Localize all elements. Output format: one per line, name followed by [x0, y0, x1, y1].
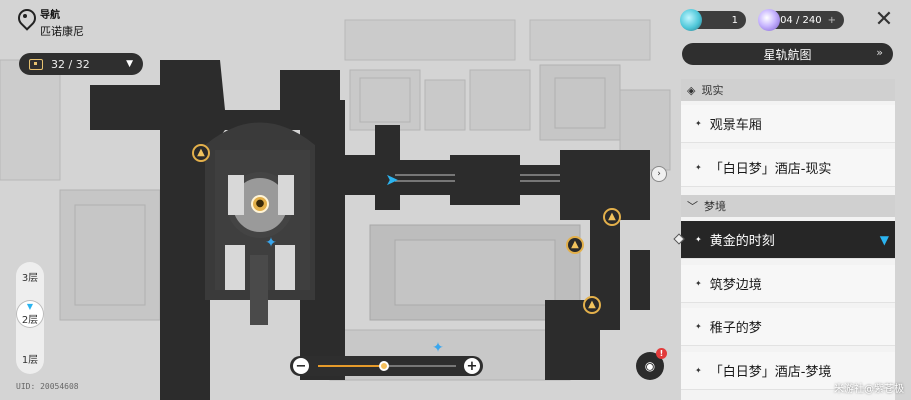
floor-label: 1层	[21, 354, 39, 366]
panel-collapse-button[interactable]: ›	[651, 166, 667, 182]
section-header-reality[interactable]: ◈ 现实	[681, 79, 895, 101]
add-power-icon[interactable]: +	[827, 14, 836, 26]
bell-marker-icon[interactable]: ▲	[566, 236, 584, 254]
floor-label: 2层	[21, 314, 39, 326]
current-location-arrow-icon: ▼	[879, 233, 889, 247]
bell-marker-icon[interactable]: ▲	[583, 296, 601, 314]
stellar-jade-counter[interactable]: 1	[680, 9, 746, 31]
map-mode-icon: ◉	[644, 359, 656, 373]
area-item-dream-edge[interactable]: ✦ 筑梦边境	[681, 265, 895, 303]
zoom-slider-handle[interactable]	[379, 361, 390, 371]
warp-trotter-icon[interactable]: ●	[251, 195, 269, 213]
area-item-hotel-reality[interactable]: ✦ 「白日梦」酒店-现实	[681, 149, 895, 187]
bell-marker-icon[interactable]: ▲	[603, 208, 621, 226]
player-position-icon: ➤	[385, 170, 399, 189]
close-button[interactable]: ✕	[874, 7, 894, 32]
diamond-bullet-icon: ✦	[695, 163, 702, 172]
area-label: 「白日梦」酒店-现实	[709, 162, 832, 177]
watermark: 米游社@紫苍极	[834, 384, 904, 395]
area-label: 筑梦边境	[709, 278, 762, 293]
area-item-hotel-dreamscape[interactable]: ✦ 「白日梦」酒店-梦境	[681, 352, 895, 390]
eye-icon: ◈	[687, 83, 696, 97]
treasure-chest-icon	[29, 58, 43, 70]
diamond-bullet-icon: ✦	[695, 235, 702, 244]
space-anchor-icon[interactable]: ✦	[265, 235, 277, 251]
diamond-bullet-icon: ✦	[695, 119, 702, 128]
uid-text: UID: 20054608	[16, 382, 79, 391]
floor-selector: 3层 ▼ 2层 1层	[16, 262, 44, 374]
star-rail-map-button[interactable]: 星轨航图 »	[682, 43, 893, 65]
stellar-jade-value: 1	[731, 14, 738, 26]
area-label: 「白日梦」酒店-梦境	[709, 365, 832, 380]
location-pin-icon	[16, 9, 34, 31]
diamond-bullet-icon: ✦	[695, 366, 702, 375]
diamond-bullet-icon: ✦	[695, 279, 702, 288]
trailblaze-power-value: 104 / 240	[773, 14, 822, 26]
chevron-down-icon: ﹀	[687, 200, 698, 213]
double-chevron-right-icon: »	[876, 46, 883, 59]
navigation-header: 导航 匹诺康尼	[16, 6, 84, 39]
treasure-chest-counter[interactable]: 32 / 32 ▼	[19, 53, 143, 75]
area-label: 观景车厢	[709, 118, 762, 133]
section-title: 梦境	[704, 200, 726, 213]
floor-button-1[interactable]: 1层	[16, 344, 44, 372]
floor-button-3[interactable]: 3层	[16, 262, 44, 290]
area-label: 稚子的梦	[709, 321, 762, 336]
zoom-slider-fill	[318, 365, 385, 367]
area-list-panel: ◈ 现实 ✦ 观景车厢 ✦ 「白日梦」酒店-现实 ﹀ 梦境 ✦ 黄金的时刻 ▼ …	[673, 79, 895, 400]
zoom-control: − +	[290, 356, 483, 376]
stellar-jade-icon	[680, 9, 702, 31]
notification-badge: !	[656, 348, 667, 359]
trailblaze-power-icon	[758, 9, 780, 31]
bell-marker-icon[interactable]: ▲	[192, 144, 210, 162]
section-header-dreamscape[interactable]: ﹀ 梦境	[681, 195, 895, 217]
chest-count: 32 / 32	[51, 57, 90, 71]
zoom-in-button[interactable]: +	[464, 358, 480, 374]
zoom-out-button[interactable]: −	[293, 358, 309, 374]
chevron-down-icon: ▼	[126, 59, 133, 69]
floor-label: 3层	[21, 272, 39, 284]
floor-button-2[interactable]: ▼ 2层	[16, 300, 44, 328]
space-anchor-icon[interactable]: ✦	[432, 340, 444, 356]
area-item-observation-car[interactable]: ✦ 观景车厢	[681, 105, 895, 143]
trailblaze-power-counter[interactable]: 104 / 240 +	[758, 9, 844, 31]
current-location: 匹诺康尼	[40, 25, 84, 38]
nav-title: 导航	[40, 10, 60, 21]
diamond-bullet-icon: ✦	[695, 322, 702, 331]
area-item-golden-hour[interactable]: ✦ 黄金的时刻 ▼	[673, 221, 895, 259]
area-item-childs-dream[interactable]: ✦ 稚子的梦	[681, 308, 895, 346]
map-select-label: 星轨航图	[763, 47, 812, 62]
current-floor-marker-icon: ▼	[26, 301, 34, 311]
section-title: 现实	[701, 84, 724, 97]
zoom-slider[interactable]	[318, 361, 456, 371]
area-label: 黄金的时刻	[709, 234, 775, 249]
